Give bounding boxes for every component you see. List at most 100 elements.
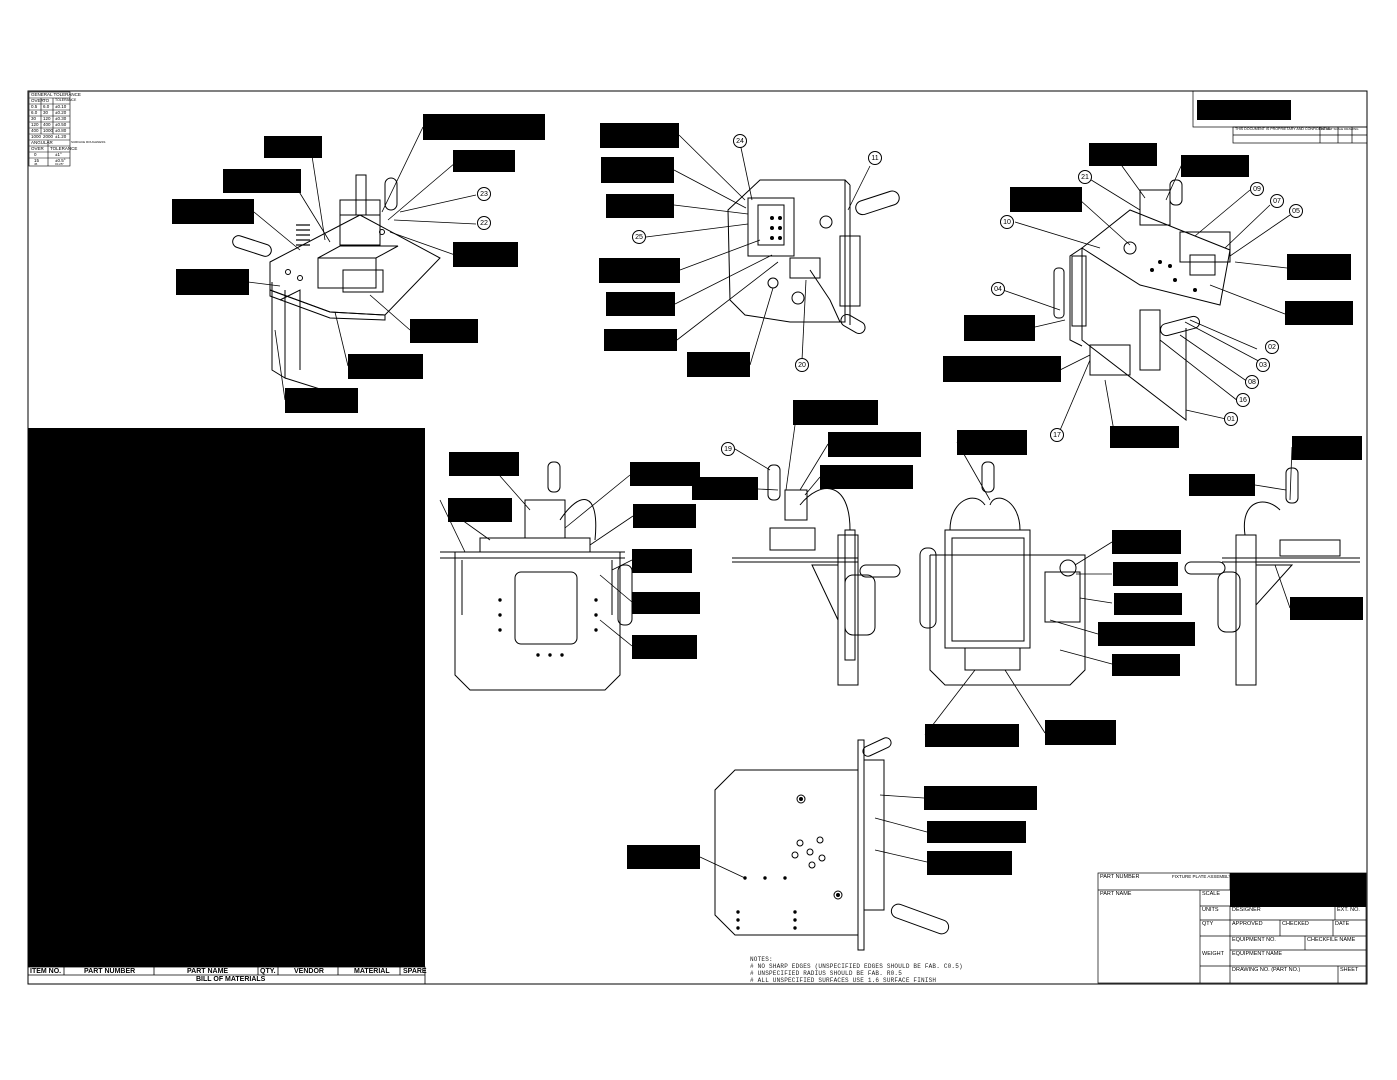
redacted-label (925, 724, 1019, 747)
redacted-label (1290, 597, 1363, 620)
redacted-label (630, 462, 700, 486)
redacted-label (1112, 654, 1180, 676)
redacted-label (601, 157, 674, 183)
redacted-label (423, 114, 545, 140)
tolerance-cell: 120 (43, 116, 51, 121)
proprietary-notice: THIS DOCUMENT IS PROPRIETARY AND CONFIDE… (1235, 127, 1332, 131)
redacted-label (632, 635, 697, 659)
redacted-label (692, 477, 758, 500)
redacted-label (1098, 622, 1195, 646)
tolerance-cell: 30 (31, 116, 37, 121)
tolerance-cell: 1000 (31, 134, 42, 139)
tolerance-header-to: TO (43, 98, 50, 103)
note-item: # ALL UNSPECIFIED SURFACES USE 1.6 SURFA… (750, 977, 937, 984)
bom-header-item-no: ITEM NO. (30, 968, 62, 975)
tolerance-cell: ±1.20 (55, 134, 67, 139)
tolerance-cell: 2000 (43, 134, 54, 139)
angular-cell: 45 (34, 162, 38, 166)
angular-cell: ±0.25° (55, 162, 64, 166)
redacted-label (599, 258, 680, 283)
angular-cell: 0 (34, 152, 37, 157)
redacted-title-logo (1230, 873, 1366, 907)
redacted-label (410, 319, 478, 343)
redacted-label (1285, 301, 1353, 325)
redacted-label (285, 388, 358, 413)
redacted-label (1181, 155, 1249, 177)
angular-cell: ±1° (55, 152, 62, 157)
redacted-label (957, 430, 1027, 455)
tb-part-number-value: FIXTURE PLATE ASSEMBLY (1172, 874, 1232, 879)
bom-header-spare: SPARE (403, 968, 427, 975)
item-balloon: 21 (1078, 170, 1092, 184)
isometric-view-right (1053, 179, 1231, 422)
bom-header-part-number: PART NUMBER (84, 968, 136, 975)
redacted-label (943, 356, 1061, 382)
redacted-label (793, 400, 878, 425)
redacted-label (606, 292, 675, 316)
redacted-label (604, 329, 677, 351)
tolerance-cell: 120 (31, 122, 39, 127)
tb-approved-label: APPROVED (1232, 921, 1263, 927)
angular-header: OVER (31, 146, 44, 151)
tolerance-cell: ±0.80 (55, 128, 67, 133)
tolerance-cell: 400 (43, 122, 51, 127)
redacted-label (176, 269, 249, 295)
redacted-label (687, 352, 750, 377)
tb-equipment-no-label: EQUIPMENT NO. (1232, 937, 1276, 943)
redacted-label (448, 498, 512, 522)
tolerance-cell: ±0.50 (55, 122, 67, 127)
redacted-label (449, 452, 519, 476)
redacted-label (1287, 254, 1351, 280)
redacted-label (927, 851, 1012, 875)
tolerance-cell: ±0.10 (55, 104, 67, 109)
item-balloon: 01 (1224, 412, 1238, 426)
tolerance-cell: 6.0 (43, 104, 50, 109)
redacted-label (600, 123, 679, 148)
tb-units-label: UNITS (1202, 907, 1219, 913)
item-balloon: 11 (868, 151, 882, 165)
isometric-view-center (727, 179, 900, 334)
tolerance-block (28, 91, 71, 167)
tolerance-cell: 1000 (43, 128, 54, 133)
item-balloon: 07 (1270, 194, 1284, 208)
tb-date-label: DATE (1335, 921, 1350, 927)
redacted-label (1292, 436, 1362, 460)
tolerance-cell: 30 (43, 110, 49, 115)
bom-table (27, 966, 426, 985)
redacted-label (964, 315, 1035, 341)
redacted-label (453, 242, 518, 267)
redacted-label (1110, 426, 1179, 448)
do-not-scale-notice: DO NOT SCALE DRAWING (1321, 127, 1359, 131)
redacted-label (1045, 720, 1116, 745)
plan-view (714, 737, 950, 951)
notes-heading: NOTES: (750, 956, 773, 963)
redacted-label (927, 821, 1026, 843)
redacted-label (223, 169, 301, 193)
item-balloon: 23 (477, 187, 491, 201)
side-view-a (732, 464, 901, 686)
tolerance-header-over: OVER (31, 98, 44, 103)
tb-weight-label: WEIGHT (1202, 951, 1224, 957)
redacted-label (453, 150, 515, 172)
bom-header-part-name: PART NAME (187, 968, 229, 975)
tolerance-cell: 6.0 (31, 110, 38, 115)
angular-title: ANGULAR (31, 140, 53, 145)
title-strip (1192, 90, 1368, 144)
tb-part-number-label: PART NUMBER (1100, 874, 1140, 880)
redacted-label (1114, 593, 1182, 615)
redacted-label (1112, 530, 1181, 554)
redacted-label (172, 199, 254, 224)
redacted-label (633, 504, 696, 528)
item-balloon: 08 (1245, 375, 1259, 389)
note-item: # UNSPECIFIED RADIUS SHOULD BE FAB. R0.5 (750, 970, 903, 977)
item-balloon: 19 (721, 442, 735, 456)
item-balloon: 09 (1250, 182, 1264, 196)
tb-ext-no-label: EXT. NO. (1337, 907, 1360, 913)
item-balloon: 17 (1050, 428, 1064, 442)
rear-view (919, 461, 1086, 686)
redacted-label (1113, 562, 1178, 586)
item-balloon: 16 (1236, 393, 1250, 407)
bom-header-material: MATERIAL (354, 968, 390, 975)
tb-scale-label: SCALE (1202, 891, 1221, 897)
